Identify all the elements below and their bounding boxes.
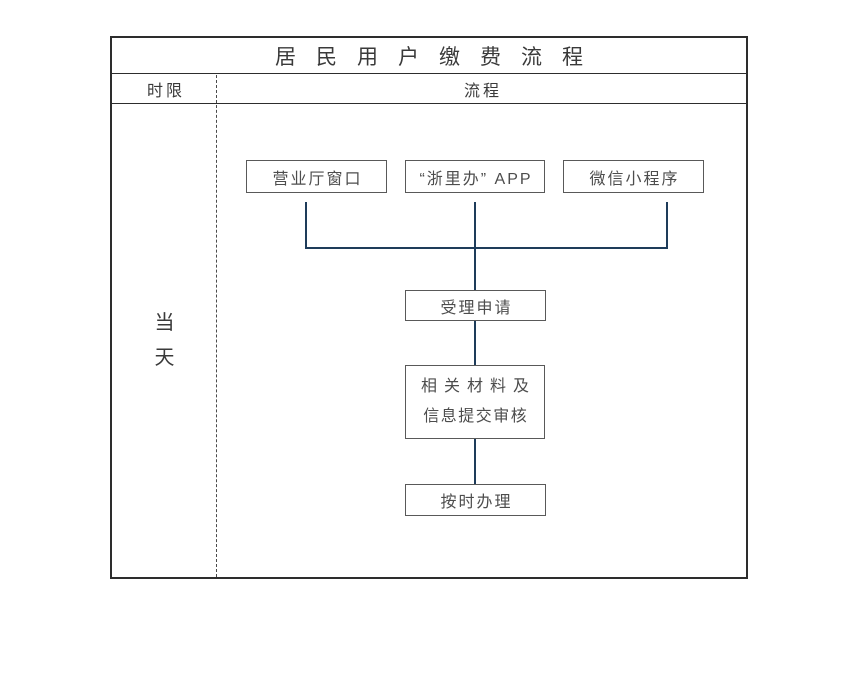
step-box-process-on-time: 按时办理 <box>405 484 546 516</box>
connector-right-stub <box>666 202 668 249</box>
duration-char-2: 天 <box>154 347 175 369</box>
duration-char-1: 当 <box>154 312 175 334</box>
step-box-accept-application: 受理申请 <box>405 290 546 321</box>
col-header-time: 时限 <box>146 83 185 100</box>
connector-review-to-process <box>474 439 476 484</box>
channel-box-zheliban-app: “浙里办” APP <box>405 160 545 193</box>
channel-box-service-hall: 营业厅窗口 <box>246 160 387 193</box>
step-box-materials-review: 相关材料及 信息提交审核 <box>405 365 545 439</box>
connector-middle-stub <box>474 202 476 290</box>
step-review-line-2: 信息提交审核 <box>423 408 529 425</box>
flowchart-table: 居民用户缴费流程 时限 流程 当 天 营业厅窗口 “浙里办” APP 微信小程序… <box>110 36 748 579</box>
table-header-row: 时限 流程 <box>112 76 746 104</box>
step-review-line-1: 相关材料及 <box>420 378 536 395</box>
connector-merge-bar <box>305 247 668 249</box>
connector-accept-to-review <box>474 321 476 365</box>
connector-left-stub <box>305 202 307 249</box>
duration-label: 当 天 <box>112 105 217 577</box>
page-title: 居民用户缴费流程 <box>112 38 746 74</box>
channel-box-wechat-mini-program: 微信小程序 <box>563 160 704 193</box>
column-divider-dashed <box>216 75 217 577</box>
col-header-process: 流程 <box>463 83 502 100</box>
